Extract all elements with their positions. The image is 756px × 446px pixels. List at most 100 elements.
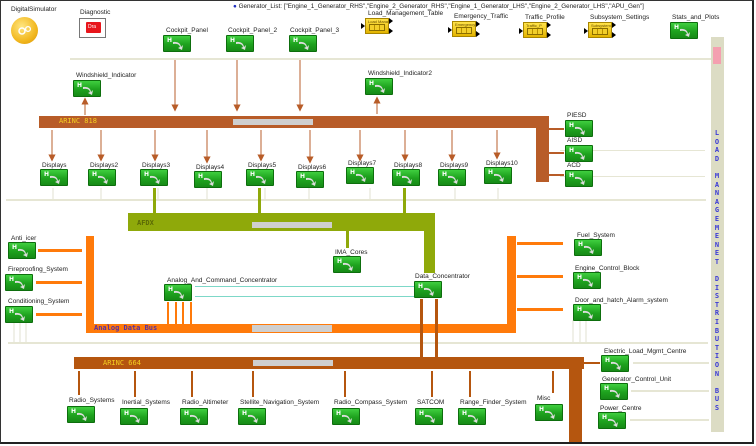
fuel-system-block[interactable]: H <box>574 239 602 256</box>
power-link <box>631 390 709 392</box>
bus-label-char: E <box>714 214 720 223</box>
door-hatch-alarm-label: Door_and_hatch_Alarm_system <box>575 297 668 304</box>
h-icon: H <box>336 410 342 417</box>
generator-control-unit-block[interactable]: H <box>600 383 628 400</box>
acd-label: ACD <box>567 162 581 169</box>
h-icon: H <box>462 410 468 417</box>
analog-stub <box>517 242 563 245</box>
power-centre-block[interactable]: H <box>598 412 626 429</box>
bus-label-char <box>711 267 723 276</box>
bus-label-char: A <box>714 180 720 189</box>
analog-stub <box>36 281 82 284</box>
door-hatch-alarm-block[interactable]: H <box>573 304 601 321</box>
generator-control-unit-label: Generator_Control_Unit <box>602 376 672 383</box>
cockpit-panel-2-block[interactable]: H <box>226 35 254 52</box>
displays-block[interactable]: H <box>40 169 68 186</box>
displays10-block[interactable]: H <box>484 167 512 184</box>
diagnostic-button[interactable]: Dra <box>79 18 106 38</box>
simulator-gear-icon[interactable] <box>11 17 38 44</box>
bus-label-char: M <box>714 223 720 232</box>
bus-label-char: S <box>714 292 720 301</box>
displays2-label: Displays2 <box>90 162 119 169</box>
stats-and-plots-block[interactable]: H <box>670 22 698 39</box>
analog-drop <box>182 302 184 324</box>
displays3-block[interactable]: H <box>140 169 168 186</box>
radio-systems-block[interactable]: H <box>67 406 95 423</box>
traffic-profile-block[interactable]: Traffic_P <box>523 22 547 38</box>
output-port-icon <box>547 32 551 38</box>
piesd-block[interactable]: H <box>565 120 593 137</box>
emergency-traffic-block[interactable]: Emergency <box>452 21 476 37</box>
bus-label-char: G <box>714 206 720 215</box>
displays7-block[interactable]: H <box>346 167 374 184</box>
rail-afdx <box>6 199 706 201</box>
bus-label-char: T <box>714 343 720 352</box>
forward-arrow-icon <box>545 410 555 419</box>
generator-list: ● Generator_List: ["Engine_1_Generator_R… <box>233 3 644 10</box>
acd-block[interactable]: H <box>565 170 593 187</box>
bus-scroll-handle[interactable] <box>713 47 721 64</box>
output-port-icon <box>476 31 480 37</box>
afdx-bus-vertical <box>424 213 435 273</box>
fireproofing-system-block[interactable]: H <box>5 274 33 291</box>
windshield-indicator-block[interactable]: H <box>73 80 101 97</box>
ima-cores-block[interactable]: H <box>333 256 361 273</box>
analog-data-bus-label: Analog Data Bus <box>94 324 158 332</box>
afdx-label: AFDX <box>137 219 154 227</box>
engine-control-block-block[interactable]: H <box>573 272 601 289</box>
bus-label-char: U <box>714 335 720 344</box>
displays9-label: Displays9 <box>440 162 469 169</box>
stellite-navigation-system-block[interactable]: H <box>238 408 266 425</box>
forward-arrow-icon <box>248 414 258 423</box>
displays8-block[interactable]: H <box>392 169 420 186</box>
windshield-indicator-2-block[interactable]: H <box>365 78 393 95</box>
displays2-block[interactable]: H <box>88 169 116 186</box>
radio-altimeter-block[interactable]: H <box>180 408 208 425</box>
cockpit-panel-block[interactable]: H <box>163 35 191 52</box>
displays10-label: Displays10 <box>486 160 518 167</box>
stellite-navigation-system-label: Stellite_Navigation_System <box>240 399 320 406</box>
displays9-block[interactable]: H <box>438 169 466 186</box>
misc-label: Misc <box>537 395 551 402</box>
load-management-table-block[interactable]: Load Mana <box>365 18 389 34</box>
bus-label-char: U <box>714 395 720 404</box>
forward-arrow-icon <box>150 175 160 184</box>
load-management-table-label: Load_Management_Table <box>368 10 444 17</box>
subsystem-settings-block[interactable]: Subsystem <box>588 22 612 38</box>
anti-icer-label: Anti_icer <box>11 235 37 242</box>
aisd-block[interactable]: H <box>565 145 593 162</box>
h-icon: H <box>144 171 150 178</box>
rail-mid2 <box>560 176 705 177</box>
radio-compass-system-block[interactable]: H <box>332 408 360 425</box>
forward-arrow-icon <box>50 175 60 184</box>
bus-label-char: N <box>714 240 720 249</box>
arinc-818-stub <box>549 174 564 176</box>
emergency-traffic-label: Emergency_Traffic <box>454 13 509 20</box>
data-concentrator-block[interactable]: H <box>414 281 442 298</box>
piesd-label: PIESD <box>567 112 587 119</box>
analog-command-concentrator-block[interactable]: H <box>164 284 192 301</box>
analog-stub <box>517 308 563 311</box>
data-concentrator-label: Data_Concentrator <box>415 273 470 280</box>
power-link <box>630 419 709 421</box>
analog-stub <box>36 313 82 316</box>
load-management-distribution-bus[interactable] <box>711 37 724 432</box>
range-finder-system-block[interactable]: H <box>458 408 486 425</box>
inertial-systems-block[interactable]: H <box>120 408 148 425</box>
conditioning-system-block[interactable]: H <box>5 306 33 323</box>
cockpit-panel-3-block[interactable]: H <box>289 35 317 52</box>
bus-label-char: A <box>714 146 720 155</box>
electric-load-mgmt-centre-block[interactable]: H <box>601 355 629 372</box>
misc-block[interactable]: H <box>535 404 563 421</box>
afdx-ima-drop <box>346 231 349 248</box>
input-port-icon <box>448 27 452 33</box>
arinc-818-bus-vertical <box>536 116 549 182</box>
satcom-block[interactable]: H <box>415 408 443 425</box>
displays6-block[interactable]: H <box>296 171 324 188</box>
h-icon: H <box>350 169 356 176</box>
displays5-block[interactable]: H <box>246 169 274 186</box>
anti-icer-block[interactable]: H <box>8 242 36 259</box>
displays4-block[interactable]: H <box>194 171 222 188</box>
